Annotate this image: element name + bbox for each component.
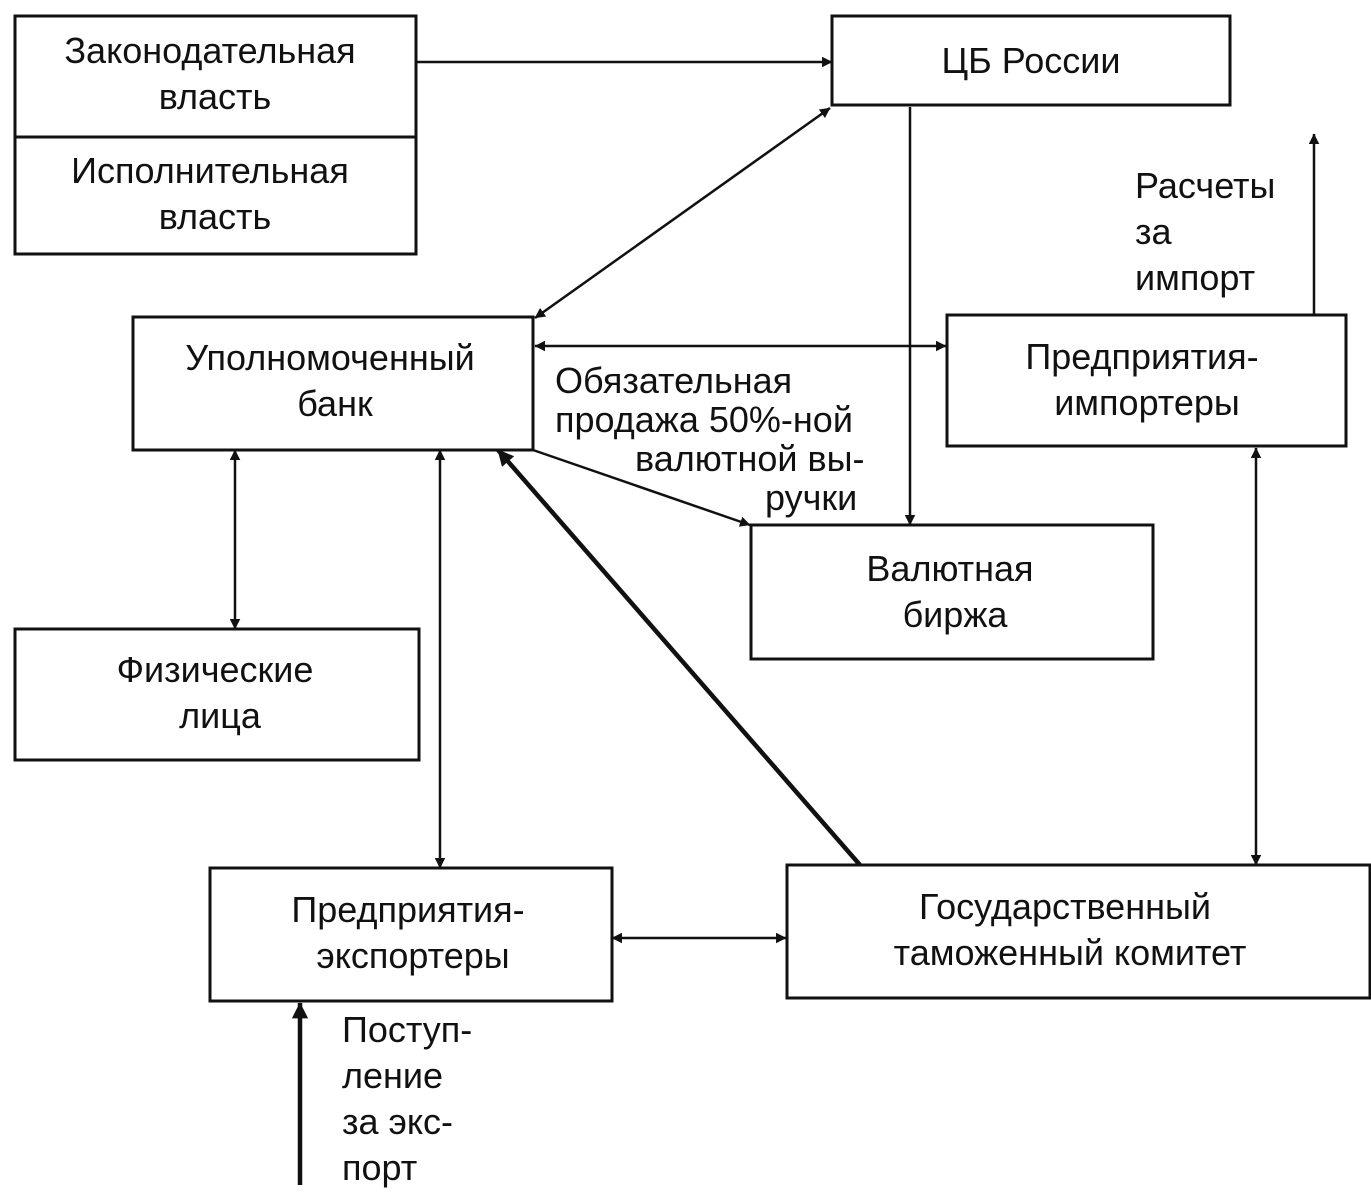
node-currency-exchange-line: Валютная	[866, 548, 1033, 589]
edges	[229, 56, 1320, 1185]
node-currency-exchange-line: биржа	[903, 594, 1009, 635]
svg-text:Государственный таможенн: Государственный таможенный комитет	[894, 886, 1247, 973]
node-authorized-bank-line: банк	[297, 383, 373, 424]
node-individuals-line: лица	[179, 695, 262, 736]
svg-text:Предприятия- экспортеры: Предприятия- экспортеры	[291, 889, 534, 976]
node-customs: Государственный таможенный комитет	[785, 863, 1371, 1000]
svg-text:Валютная биржа: Валютная биржа	[866, 548, 1043, 635]
node-executive-line: власть	[159, 196, 272, 237]
label-export-receipts-line: порт	[342, 1147, 417, 1188]
edge-customs-to-bank	[496, 448, 862, 867]
node-customs-line: таможенный комитет	[894, 932, 1247, 973]
svg-text:Предприятия- импортеры: Предприятия- импортеры	[1025, 336, 1268, 423]
node-legislative-line: власть	[159, 76, 272, 117]
svg-text:Уполномоченный банк: Уполномоченный банк	[185, 337, 484, 424]
label-import-payments-line: импорт	[1135, 257, 1255, 298]
node-authorities: Законодательная власть Исполнительная вл…	[13, 14, 418, 256]
label-mandatory-sale-line: Обязательная	[555, 360, 792, 401]
node-importers-line: импортеры	[1054, 382, 1240, 423]
node-exporters: Предприятия- экспортеры	[208, 866, 614, 1003]
node-exporters-line: экспортеры	[316, 935, 509, 976]
label-mandatory-sale-line: валютной вы-	[635, 438, 864, 479]
node-authorized-bank: Уполномоченный банк	[131, 315, 535, 452]
label-export-receipts-line: ление	[342, 1055, 443, 1096]
svg-text:Физические лица: Физические лица	[117, 649, 324, 736]
node-executive-line: Исполнительная	[71, 150, 349, 191]
node-customs-line: Государственный	[919, 886, 1211, 927]
label-mandatory-sale-line: продажа 50%-ной	[555, 399, 853, 440]
edge-bank-to-exchange	[532, 448, 751, 527]
label-mandatory-sale: Обязательная продажа 50%-ной валютной вы…	[555, 360, 874, 518]
label-import-payments: Расчеты за импорт	[1135, 165, 1285, 298]
label-import-payments-line: за	[1135, 211, 1173, 252]
node-legislative: Законодательная власть	[64, 30, 365, 117]
node-individuals: Физические лица	[13, 627, 421, 762]
node-importers: Предприятия- импортеры	[945, 313, 1348, 448]
node-individuals-line: Физические	[117, 649, 314, 690]
edge-cb-bank	[534, 106, 831, 320]
svg-text:ЦБ России: ЦБ России	[942, 40, 1121, 81]
node-authorized-bank-line: Уполномоченный	[185, 337, 474, 378]
label-export-receipts-line: Поступ-	[342, 1009, 472, 1050]
node-exporters-line: Предприятия-	[291, 889, 524, 930]
node-executive: Исполнительная власть	[71, 150, 359, 237]
node-legislative-line: Законодательная	[64, 30, 355, 71]
label-export-receipts-line: за экс-	[342, 1101, 453, 1142]
node-cb-russia: ЦБ России	[830, 14, 1232, 107]
label-import-payments-line: Расчеты	[1135, 165, 1275, 206]
node-cb-russia-line: ЦБ России	[942, 40, 1121, 81]
label-export-receipts: Поступ- ление за экс- порт	[342, 1009, 482, 1188]
node-currency-exchange: Валютная биржа	[749, 523, 1155, 661]
label-mandatory-sale-line: ручки	[765, 477, 857, 518]
node-importers-line: Предприятия-	[1025, 336, 1258, 377]
